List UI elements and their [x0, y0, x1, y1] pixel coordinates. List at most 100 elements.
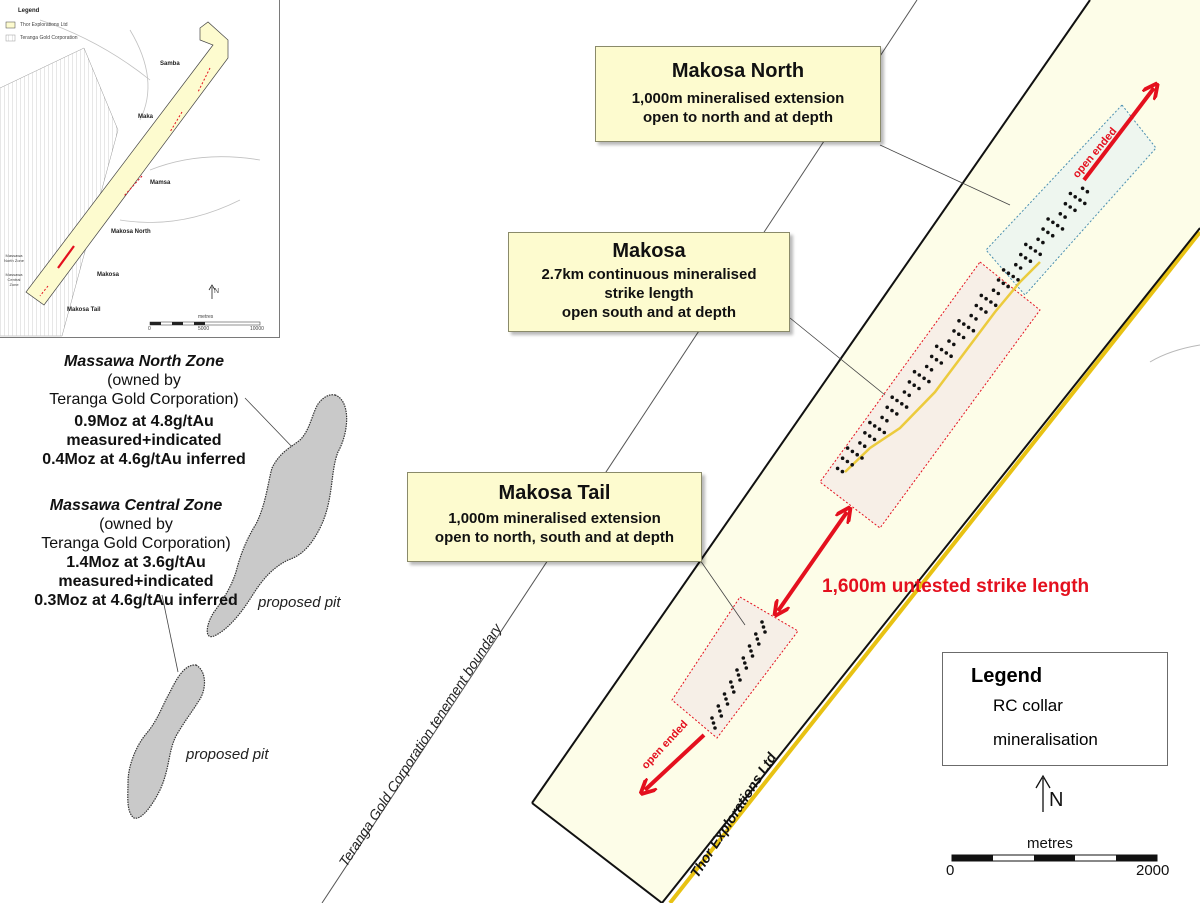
- rc-collar-dot: [736, 673, 741, 677]
- inset-scale-tick-1: 5000: [198, 326, 210, 332]
- inset-legend-title: Legend: [18, 8, 40, 14]
- rc-collar-dot: [991, 288, 996, 293]
- inset-place-mamsa: Mamsa: [150, 180, 171, 186]
- inset-scale-tick-2: 10000: [250, 326, 264, 332]
- rc-collar-dot: [735, 668, 739, 672]
- rc-collar-dot: [996, 291, 1001, 296]
- rc-collar-dot: [924, 364, 929, 369]
- rc-collar-dot: [862, 444, 867, 449]
- rc-collar-dot: [971, 328, 976, 333]
- rc-collar-dot: [1063, 215, 1067, 219]
- rc-collar-dot: [868, 420, 872, 425]
- rc-collar-dot: [934, 357, 939, 362]
- rc-collar-dot: [907, 393, 911, 398]
- rc-collar-dot: [917, 373, 922, 377]
- rc-collar-dot: [952, 329, 956, 333]
- rc-collars: [710, 186, 1090, 730]
- rc-collar-dot: [840, 469, 845, 474]
- zone-central-title: Massawa Central Zone: [49, 497, 223, 514]
- inset-legend-item-teranga: Teranga Gold Corporation: [20, 35, 78, 41]
- rc-collar-dot: [1083, 201, 1087, 206]
- rc-collar-dot: [729, 680, 733, 684]
- tenement-edge-gold: [668, 230, 1200, 903]
- rc-collar-dot: [738, 678, 742, 682]
- proposed-pit-central: [127, 664, 206, 819]
- rc-collar-dot: [1018, 266, 1023, 270]
- rc-collar-dot: [1080, 186, 1085, 191]
- rc-collar-dot: [957, 332, 961, 337]
- rc-collar-dot: [1028, 245, 1033, 250]
- rc-collar-dot: [900, 402, 904, 406]
- rc-collar-dot: [1014, 262, 1018, 267]
- inset-scale-tick-0: 0: [148, 326, 151, 332]
- rc-collar-dot: [1046, 217, 1050, 221]
- rc-collar-dot: [845, 459, 850, 464]
- callout-makosa: Makosa 2.7km continuous mineralised stri…: [508, 232, 790, 332]
- callout-makosa-tail-title: Makosa Tail: [498, 482, 611, 504]
- inset-legend-item-thor: Thor Explorations Ltd: [20, 22, 68, 28]
- makosa-north-zone: [985, 104, 1157, 296]
- rc-collar-dot: [912, 369, 917, 374]
- rc-collar-dot: [952, 342, 956, 347]
- rc-collar-dot: [961, 335, 966, 340]
- rc-collar-dot: [840, 456, 845, 461]
- rc-collar-dot: [860, 456, 864, 460]
- callout-makosa-north-title: Makosa North: [671, 60, 805, 82]
- rc-collar-dot: [724, 697, 728, 701]
- zone-central-owner-1: (owned by: [99, 516, 173, 533]
- rc-collar-dot: [863, 431, 867, 435]
- rc-collar-dot: [929, 354, 934, 359]
- rc-collar-dot: [850, 449, 855, 454]
- rc-collar-dot: [944, 351, 949, 355]
- rc-collar-dot: [1006, 271, 1011, 276]
- rc-collar-dot: [757, 642, 761, 646]
- leader-central-zone: [161, 594, 179, 673]
- rc-collar-dot: [741, 656, 746, 660]
- rc-collar-dot: [934, 344, 939, 349]
- rc-collar-dot: [979, 307, 983, 311]
- rc-collar-dot: [1023, 256, 1028, 260]
- rc-collar-dot: [763, 630, 767, 634]
- callout-makosa-tail-line-1: 1,000m mineralised extension: [448, 510, 661, 527]
- inset-place-makosa-north: Makosa North: [111, 229, 151, 235]
- rc-collar-dot: [1019, 252, 1023, 257]
- rc-collar-dot: [885, 418, 889, 423]
- leader-makosa-north: [879, 144, 1011, 206]
- inset-note-north: Massawa North Zone: [3, 253, 24, 263]
- callout-makosa-tail: Makosa Tail 1,000m mineralised extension…: [407, 472, 702, 562]
- rc-collar-dot: [890, 408, 894, 413]
- rc-collar-dot: [989, 300, 993, 304]
- rc-collar-dot: [750, 654, 755, 658]
- rc-collar-dot: [1033, 249, 1038, 253]
- north-arrow-head: [1035, 774, 1051, 789]
- rc-collar-dot: [939, 361, 944, 365]
- callout-makosa-north-line-1: 1,000m mineralised extension: [631, 90, 845, 107]
- rc-collar-dot: [730, 685, 735, 689]
- rc-collar-dot: [858, 441, 862, 445]
- zone-north-text: Massawa North Zone (owned by Teranga Gol…: [8, 352, 280, 469]
- rc-collar-dot: [895, 412, 899, 416]
- tenement-edge-east: [661, 227, 1200, 903]
- rc-collar-dot: [979, 293, 984, 298]
- scale-bar: [951, 854, 1158, 862]
- zone-central-stat-1: 1.4Moz at 3.6g/tAu: [66, 554, 206, 571]
- rc-collar-dot: [850, 463, 854, 467]
- scale-tick-0: 0: [946, 862, 955, 879]
- inset-place-makosa-tail: Makosa Tail: [67, 307, 101, 313]
- pit-label-north: proposed pit: [258, 594, 341, 611]
- zone-north-owner-1: (owned by: [107, 372, 181, 389]
- scale-unit: metres: [1027, 835, 1073, 852]
- tenement-edge-west: [531, 0, 1091, 804]
- rc-collar-dot: [912, 383, 916, 388]
- rc-collar-dot: [725, 702, 730, 706]
- rc-collar-dot: [1016, 278, 1020, 282]
- rc-collar-dot: [732, 690, 736, 694]
- rc-collar-dot: [877, 427, 882, 432]
- rc-collar-dot: [1051, 220, 1055, 225]
- rc-collar-dot: [1068, 205, 1072, 209]
- arrow-untested: [778, 512, 847, 611]
- rc-collar-dot: [966, 325, 971, 330]
- rc-collar-dot: [747, 644, 752, 648]
- rc-collar-dot: [1078, 198, 1082, 202]
- rc-collar-dot: [719, 714, 724, 718]
